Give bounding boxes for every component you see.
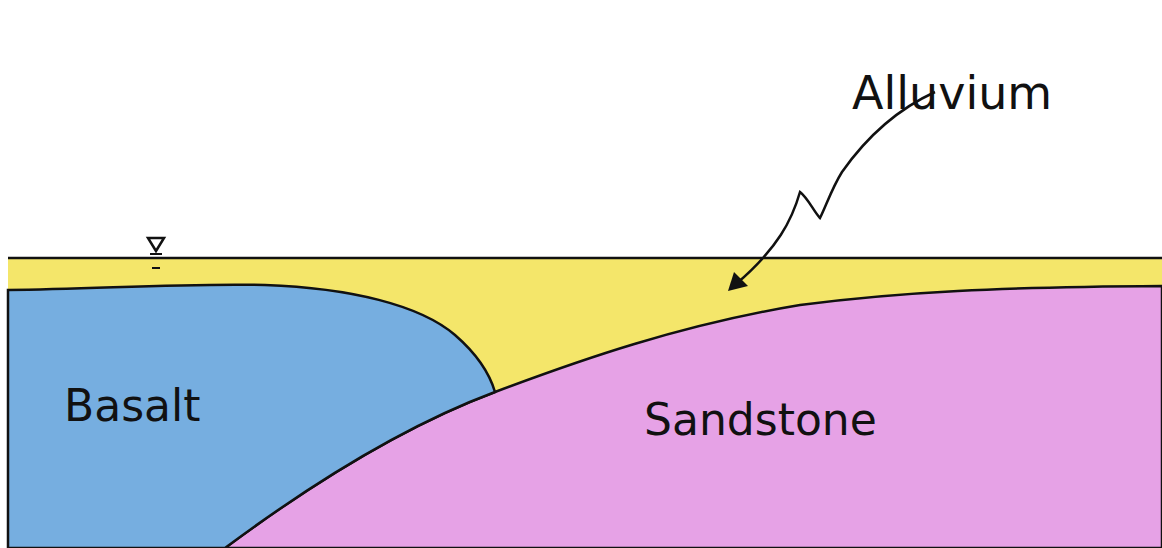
ground-surface [8, 257, 1162, 260]
unit-label: Alluvium [852, 70, 1052, 116]
unit-label: Sandstone [644, 398, 877, 442]
water-table-symbol [152, 267, 160, 269]
unit-label: Basalt [64, 384, 201, 428]
water-table-symbol [148, 238, 164, 251]
water-table-symbol [150, 253, 162, 255]
basalt-unit [8, 285, 495, 548]
alluvium-layer [8, 258, 1162, 548]
arrow-head [728, 272, 748, 291]
leader-line [736, 92, 935, 284]
